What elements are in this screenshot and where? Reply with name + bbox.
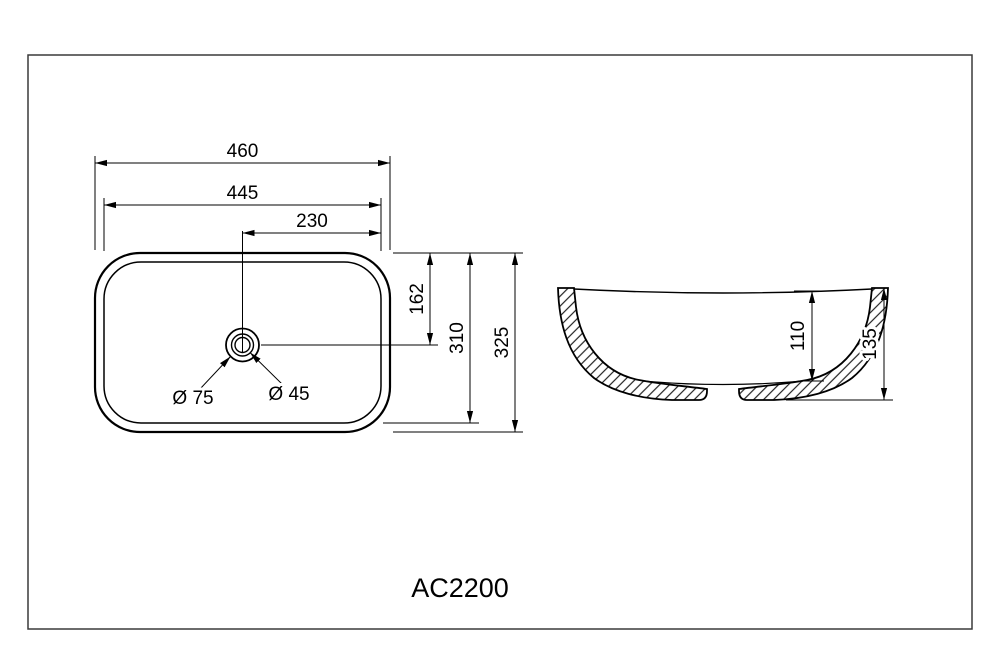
drain-outer-diameter-label: Ø 75 (172, 388, 213, 409)
right-wall-section (738, 287, 889, 401)
bowl-bottom-line (642, 380, 804, 386)
dim-bowl-depth: 110 (785, 291, 816, 381)
leader-line (249, 352, 284, 386)
dim-drain-offset-x: 230 (242, 208, 381, 237)
dim-drain-offset-y: 162 (404, 253, 434, 345)
dim-inner-height-label: 310 (447, 322, 468, 354)
drain-middle-circle (230, 333, 255, 357)
drain-inner-diameter-label: Ø 45 (268, 384, 309, 405)
side-view: 110 135 (557, 287, 893, 401)
rim-profile-line (573, 288, 873, 294)
dim-drain-offset-y-label: 162 (407, 283, 428, 315)
dim-outer-height-label: 325 (492, 327, 513, 359)
dim-outer-height: 325 (489, 253, 519, 432)
callout-drain-outer-diameter: Ø 75 (169, 356, 231, 412)
dim-overall-height-label: 135 (860, 328, 881, 360)
dim-outer-width: 460 (95, 138, 390, 167)
dim-inner-width-label: 445 (227, 183, 259, 204)
dim-drain-offset-x-label: 230 (296, 211, 328, 232)
dim-outer-width-label: 460 (227, 141, 259, 162)
leader-line (199, 356, 231, 390)
callout-drain-inner-diameter: Ø 45 (249, 352, 313, 408)
model-number: AC2200 (411, 573, 509, 603)
left-wall-section (557, 287, 708, 401)
drain-outer-circle (225, 327, 260, 363)
drain-inner-circle (234, 336, 251, 354)
dim-bowl-depth-label: 110 (788, 321, 809, 351)
dim-inner-width: 445 (104, 180, 381, 209)
top-view: 460 445 230 162 310 325 Ø (93, 138, 523, 434)
dim-overall-height: 135 (857, 288, 888, 400)
drawing-border (27, 54, 973, 630)
dim-inner-height: 310 (444, 253, 474, 423)
